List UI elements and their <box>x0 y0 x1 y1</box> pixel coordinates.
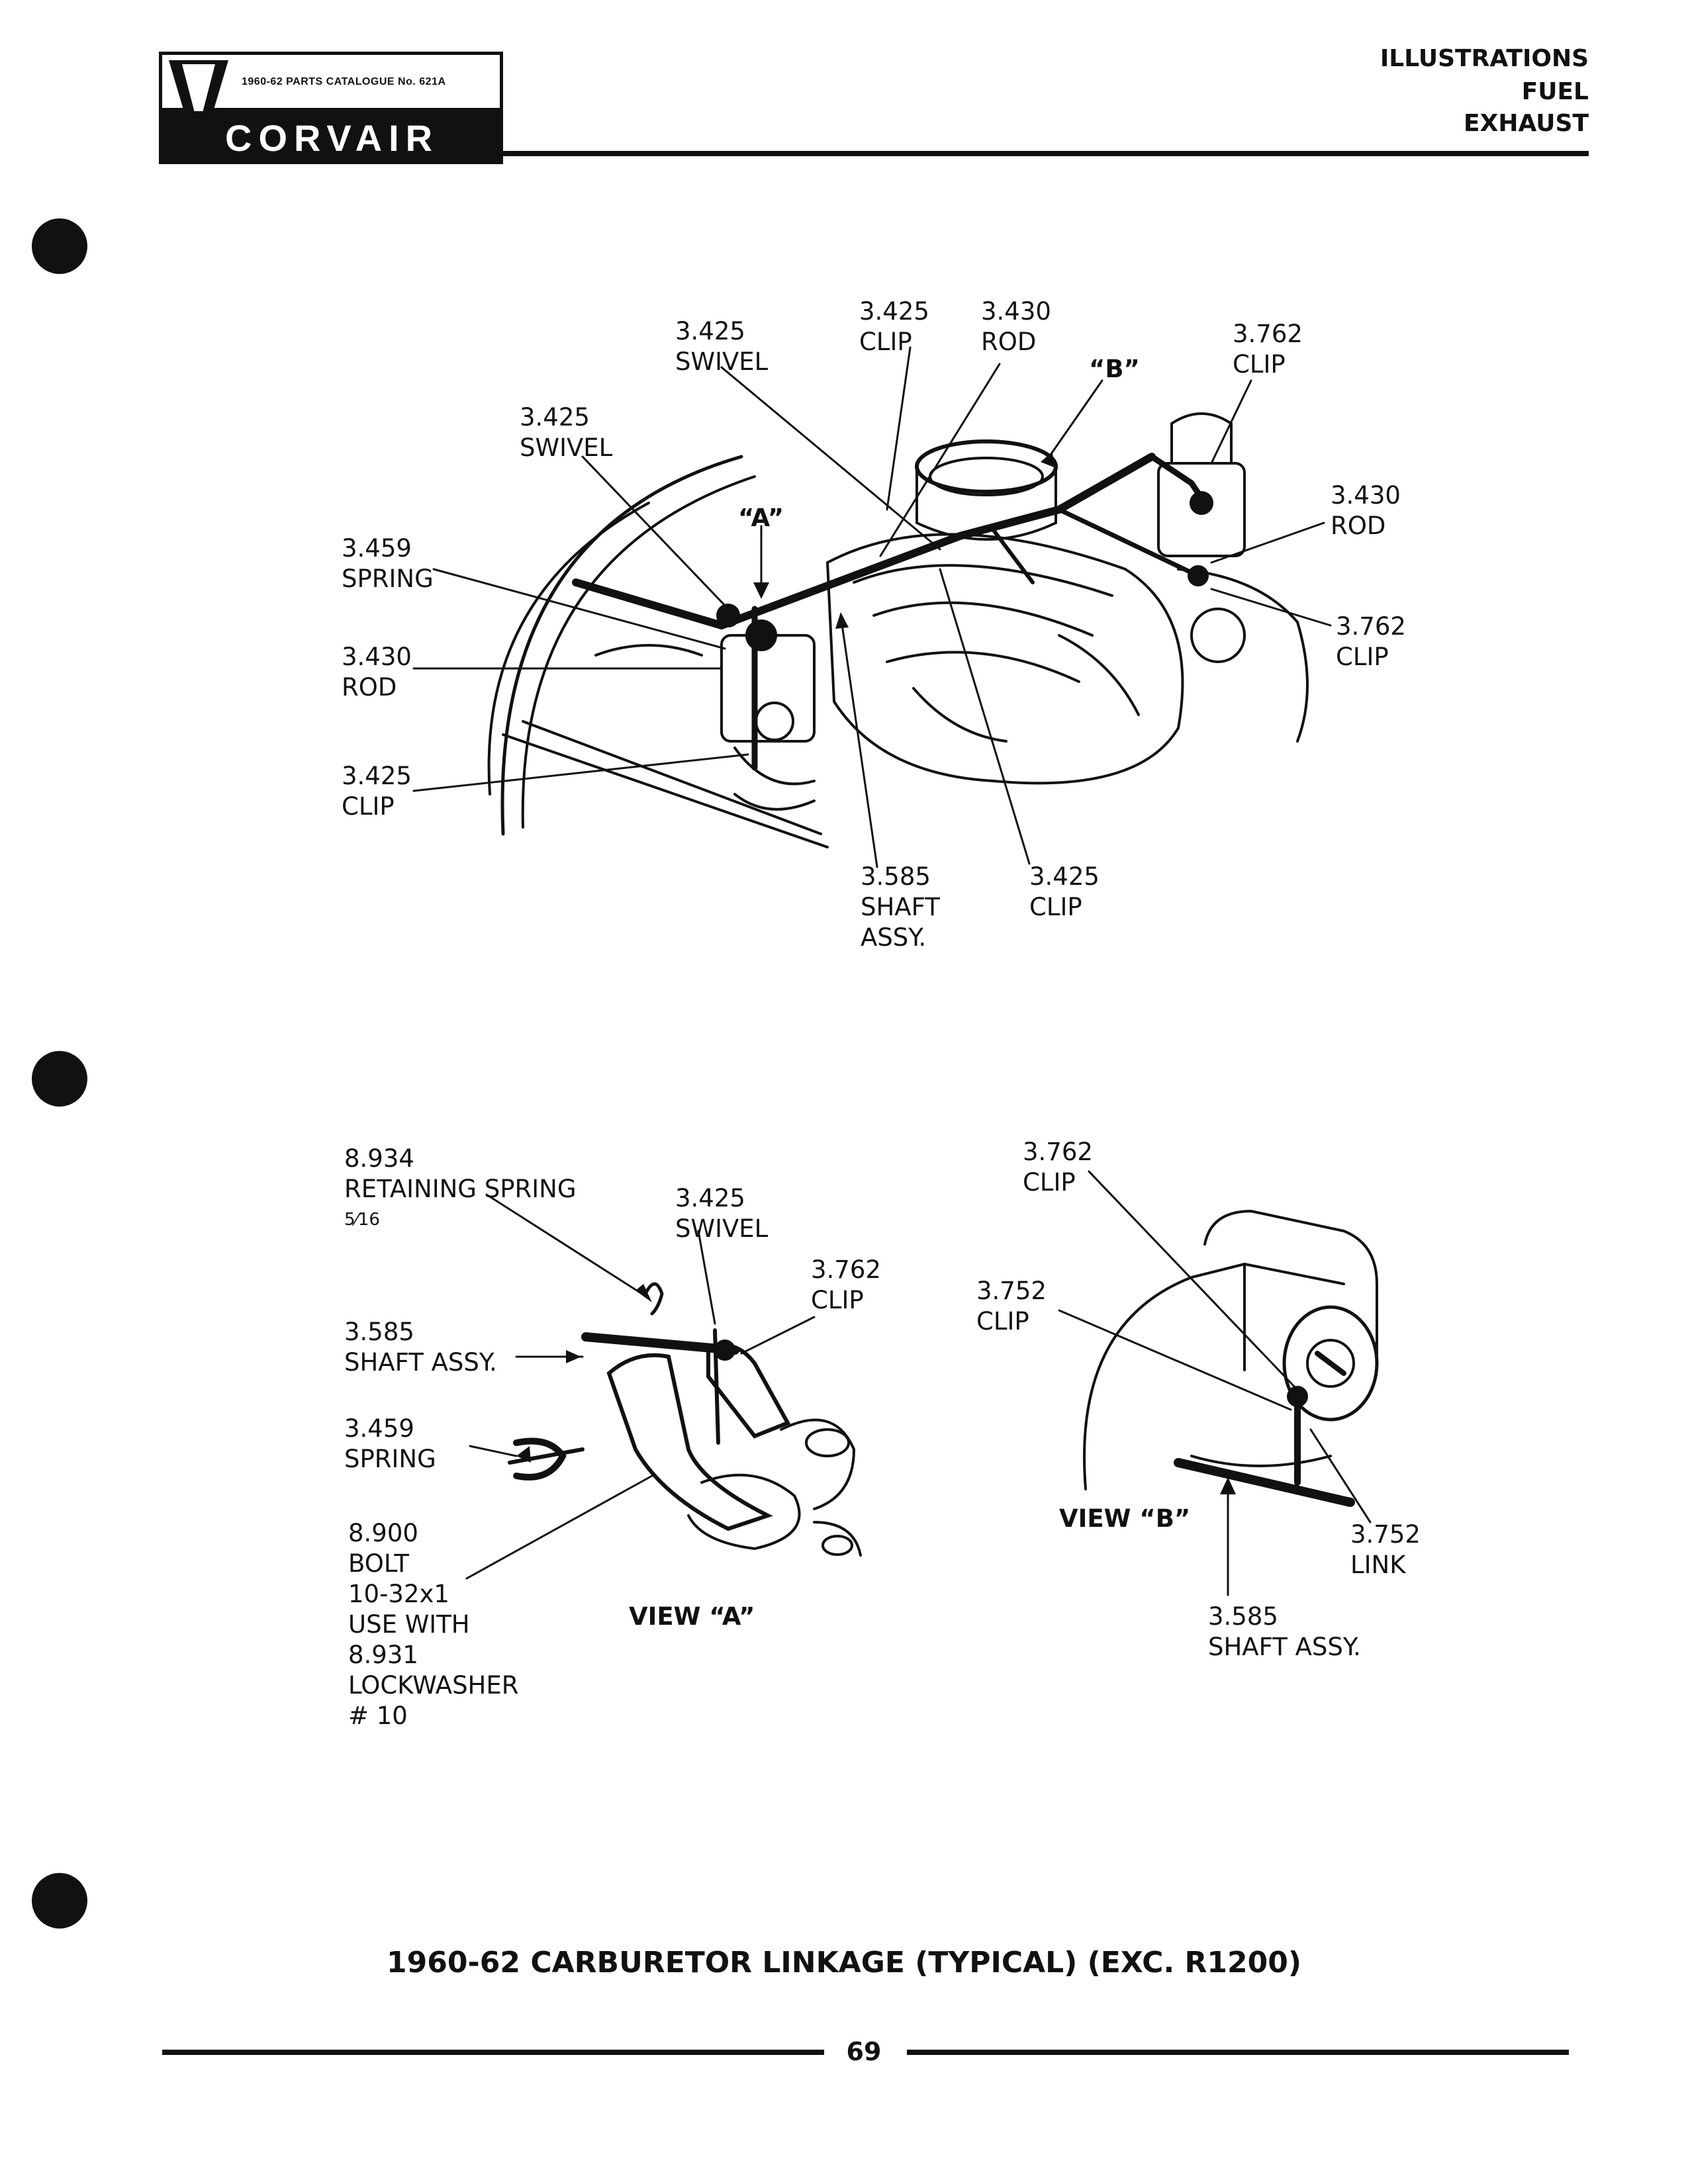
header-section-illustrations: ILLUSTRATIONS <box>1380 45 1589 72</box>
figure-caption: 1960-62 CARBURETOR LINKAGE (TYPICAL) (EX… <box>387 1946 1301 1979</box>
page-number: 69 <box>846 2037 882 2066</box>
callout-a-marker: “A” <box>738 504 784 532</box>
punch-hole-bottom <box>32 1873 87 1929</box>
brand-name: CORVAIR <box>225 117 440 159</box>
catalogue-number: 1960-62 PARTS CATALOGUE No. 621A <box>242 76 446 87</box>
view-b-title: VIEW “B” <box>1059 1504 1191 1533</box>
view-b-drawing <box>1083 1209 1379 1507</box>
emblem-icon <box>169 60 228 154</box>
view-b-leader-lines <box>1058 1170 1372 1596</box>
header-section-exhaust: EXHAUST <box>1464 110 1589 137</box>
punch-hole-top <box>32 218 87 274</box>
footer-rule-right <box>907 2050 1569 2055</box>
view-a-drawing <box>508 1282 862 1557</box>
callout-b-marker: “B” <box>1089 355 1140 383</box>
punch-hole-middle <box>32 1051 87 1107</box>
view-a-leader-lines <box>465 1193 816 1580</box>
engine-drawing <box>487 412 1309 848</box>
corvair-logo: 1960-62 PARTS CATALOGUE No. 621A CORVAIR <box>159 52 503 164</box>
footer-rule-left <box>162 2050 824 2055</box>
header-section-fuel: FUEL <box>1521 78 1589 105</box>
header-rule <box>503 151 1589 156</box>
view-a-title: VIEW “A” <box>629 1602 755 1631</box>
